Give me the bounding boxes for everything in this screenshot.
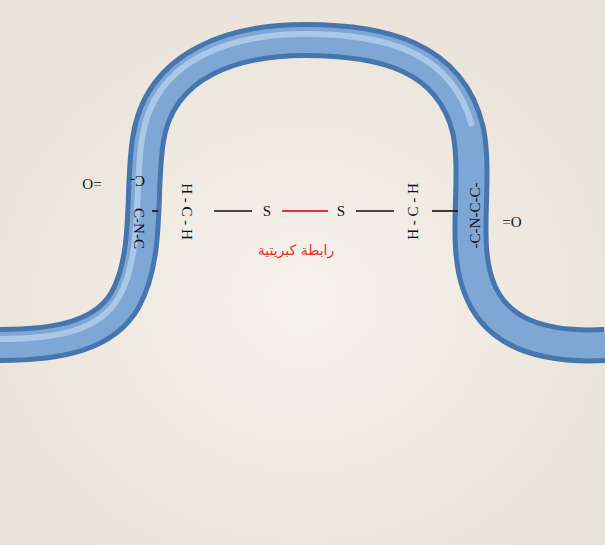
carbonyl-oxygen: O= [82,177,101,192]
carbonyl-oxygen: =O [502,215,521,230]
sulfur-atom: S [337,204,345,219]
methylene-group: H - C - H [178,183,193,240]
polypeptide-tube [0,34,605,345]
sulfur-atom: S [263,204,271,219]
single-bond [214,210,252,212]
single-bond [432,210,458,212]
backbone-atom: C- [130,173,145,188]
methylene-group: H - C - H [405,183,420,240]
single-bond [356,210,394,212]
single-bond [152,210,158,212]
disulfide-bond-line [282,210,328,212]
disulfide-bond-label: رابطة كبريتية [258,243,334,257]
backbone-chain: -C-N-C-C- [468,182,483,248]
backbone-chain: C-N-C [131,208,146,249]
